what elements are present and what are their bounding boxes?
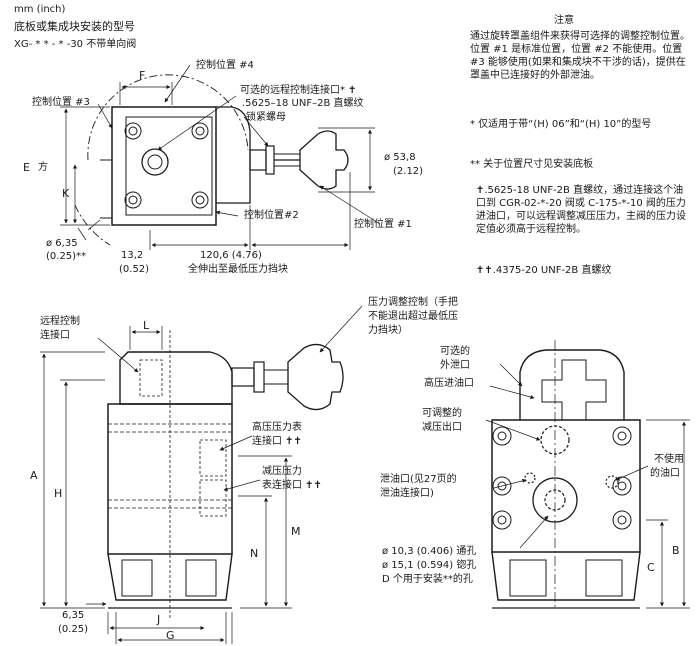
dim-k: K xyxy=(62,187,70,200)
adjust-knob-top xyxy=(299,130,349,190)
inner-cover xyxy=(125,116,213,216)
model-label: XG- * * - * -30 不带单向阀 xyxy=(14,39,137,50)
ctrl-pos-1: 控制位置 #1 xyxy=(354,219,412,230)
ctrl-pos-2: 控制位置#2 xyxy=(244,210,299,221)
cap-front xyxy=(519,349,625,420)
unused-port-2: 的油口 xyxy=(650,468,680,479)
unit-label: mm (inch) xyxy=(14,4,66,15)
ctrl-pos-4: 控制位置 #4 xyxy=(196,60,254,71)
ext-drain-1: 可选的 xyxy=(440,346,470,357)
full-extension-note: 全伸出至最低压力挡块 xyxy=(188,264,288,275)
hp-gauge-port-2: 连接口 ✝✝ xyxy=(252,436,302,447)
dim-c: C xyxy=(647,561,655,574)
lock-nut-label: 锁紧螺母 xyxy=(246,112,286,123)
rp-outlet-2: 减压出口 xyxy=(422,422,462,433)
hp-inlet-label: 高压进油口 xyxy=(424,378,474,389)
dim-b: B xyxy=(672,544,680,557)
control-arc xyxy=(87,74,249,161)
rp-gauge-port-2: 表连接口 ✝✝ xyxy=(262,480,322,491)
side-remote-port-1: 远程控制 xyxy=(40,316,80,327)
unused-port-1: 不使用 xyxy=(654,454,684,465)
ctrl-pos-3: 控制位置 #3 xyxy=(32,97,90,108)
pin-dia-1: ø 6,35 xyxy=(46,238,78,249)
adjust-note-1: 压力调整控制（手把 xyxy=(368,297,458,308)
dim-n: N xyxy=(250,547,259,560)
drain-label-1: 泄油口(见27页的 xyxy=(380,474,457,485)
mounting-bolts xyxy=(124,122,209,209)
dim-e: E xyxy=(23,161,30,174)
hole-counterbore: ø 15,1 (0.594) 锪孔 xyxy=(382,560,477,571)
hole-through: ø 10,3 (0.406) 通孔 xyxy=(382,546,477,557)
port-drain xyxy=(524,472,536,484)
dim-120-6: 120,6 (4.76) xyxy=(200,250,262,261)
rp-outlet-1: 可调整的 xyxy=(422,408,462,419)
note-dagger: ✝.5625-18 UNF-2B 直螺纹，通过连接这个油口到 CGR-02-*-… xyxy=(476,185,686,235)
adjust-knob-side xyxy=(287,343,344,411)
dim-h: H xyxy=(54,487,63,500)
base-front xyxy=(491,551,641,601)
mounting-holes-front xyxy=(492,426,632,530)
body-side xyxy=(107,403,233,555)
notes-heading: 注意 xyxy=(554,15,574,26)
stem-top xyxy=(249,149,267,171)
dim-13-2: 13,2 xyxy=(121,250,144,261)
note-star: * 仅适用于带“(H) 06”和“(H) 10”的型号 xyxy=(470,119,652,130)
valve-body-top xyxy=(111,106,217,226)
front-view xyxy=(485,340,690,610)
dim-6-35: 6,35 xyxy=(62,610,85,621)
note-double-dagger: ✝✝.4375-20 UNF-2B 直螺纹 xyxy=(476,265,612,276)
body-front xyxy=(491,419,641,553)
cap-side xyxy=(119,351,233,405)
side-view xyxy=(40,305,363,644)
drain-label-2: 泄油连接口) xyxy=(380,488,434,499)
dim-g: G xyxy=(166,629,175,642)
knob-dia-1: ø 53,8 xyxy=(384,152,416,163)
hole-mounting: D 个用于安装**的孔 xyxy=(382,574,473,585)
base-side xyxy=(107,553,233,601)
adjust-note-2: 不能退出超过最低压 xyxy=(368,311,458,322)
note-positions: 通过旋转罩盖组件来获得可选择的调整控制位置。位置 #1 是标准位置，位置 #2 … xyxy=(470,31,690,81)
cap-corner xyxy=(216,106,251,204)
port-unused xyxy=(605,475,619,489)
note-double-star: ** 关于位置尺寸见安装底板 xyxy=(470,159,594,170)
dim-13-2-in: (0.52) xyxy=(119,264,150,275)
dim-6-35-in: (0.25) xyxy=(58,624,89,635)
dim-e-square: 方 xyxy=(38,162,48,173)
pin-dia-2: (0.25)** xyxy=(46,251,87,262)
cross-handle xyxy=(541,359,607,421)
remote-port-note-2: .5625–18 UNF–2B 直螺纹 xyxy=(242,98,364,109)
dim-m: M xyxy=(291,525,301,538)
knob-dia-2: (2.12) xyxy=(393,166,424,177)
adjust-note-3: 力挡块） xyxy=(368,325,408,336)
hp-gauge-port-1: 高压压力表 xyxy=(252,422,302,433)
page-title: 底板或集成块安装的型号 xyxy=(14,20,135,33)
remote-port-top xyxy=(141,148,169,176)
lock-nut-top xyxy=(265,145,275,175)
rp-gauge-port-1: 减压压力 xyxy=(262,466,302,477)
ext-drain-2: 外泄口 xyxy=(440,360,470,371)
dim-j: J xyxy=(157,613,161,626)
side-remote-port-2: 连接口 xyxy=(40,330,70,341)
remote-port-note-1: 可选的远程控制连接口* ✝ xyxy=(240,85,357,96)
top-view xyxy=(60,64,381,250)
dim-f: F xyxy=(139,69,146,82)
dim-l: L xyxy=(143,319,150,332)
dim-a: A xyxy=(30,469,38,482)
